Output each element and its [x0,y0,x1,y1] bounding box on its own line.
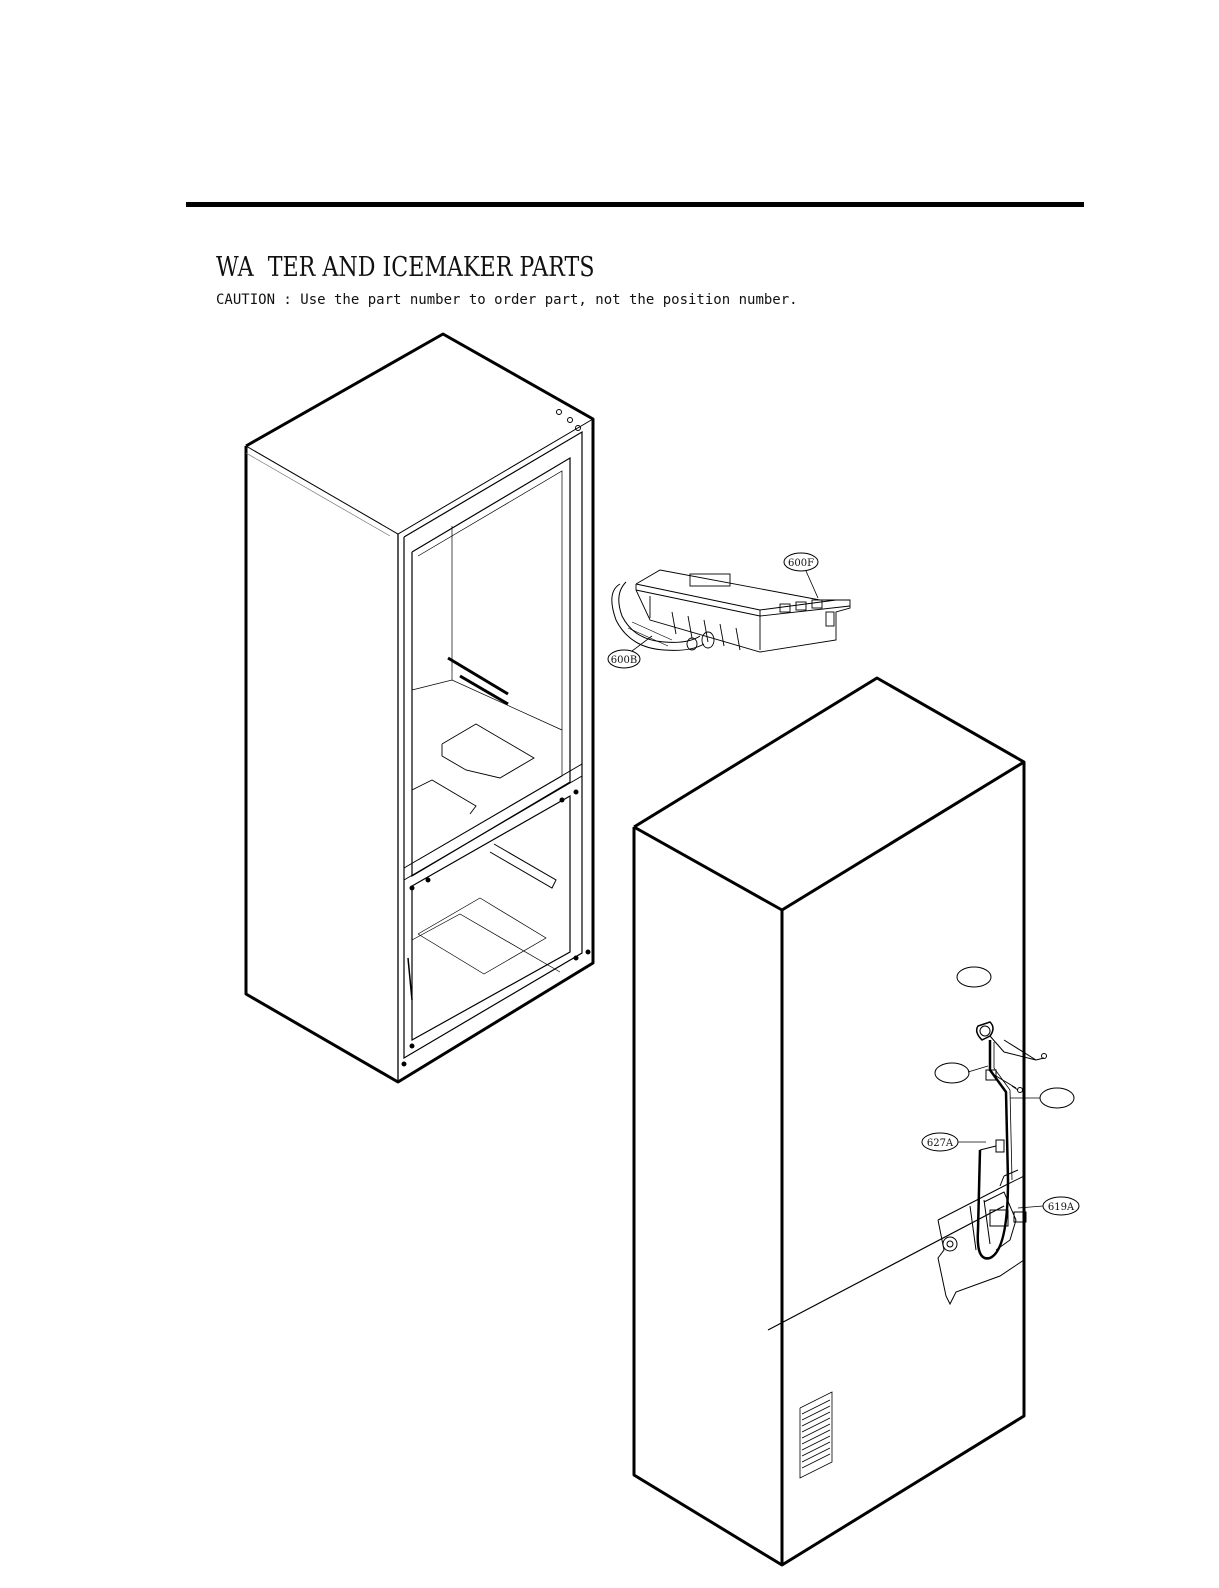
callout-blank-2 [934,1062,989,1084]
callout-627A: 627A [921,1132,986,1152]
svg-text:627A: 627A [927,1138,954,1149]
cabinet-liner-view [244,332,595,1084]
mounting-screws [1011,1053,1047,1093]
callout-blank-3 [1010,1087,1075,1109]
cabinet-rear-view [632,676,1047,1567]
callout-600F: 600F [783,552,819,599]
icemaker-assembly [611,569,851,653]
page-title: WA TER AND ICEMAKER PARTS [216,252,595,283]
callout-600B: 600B [607,635,653,669]
callout-619A: 619A [1017,1196,1080,1216]
valve-bracket [937,1169,1027,1306]
vent-grille [799,1391,833,1479]
header-rule [186,202,1084,207]
svg-text:600B: 600B [611,655,637,666]
callout-blank-1 [956,966,992,988]
caution-note: CAUTION : Use the part number to order p… [216,292,798,308]
svg-text:619A: 619A [1048,1202,1075,1213]
svg-text:600F: 600F [788,558,814,569]
